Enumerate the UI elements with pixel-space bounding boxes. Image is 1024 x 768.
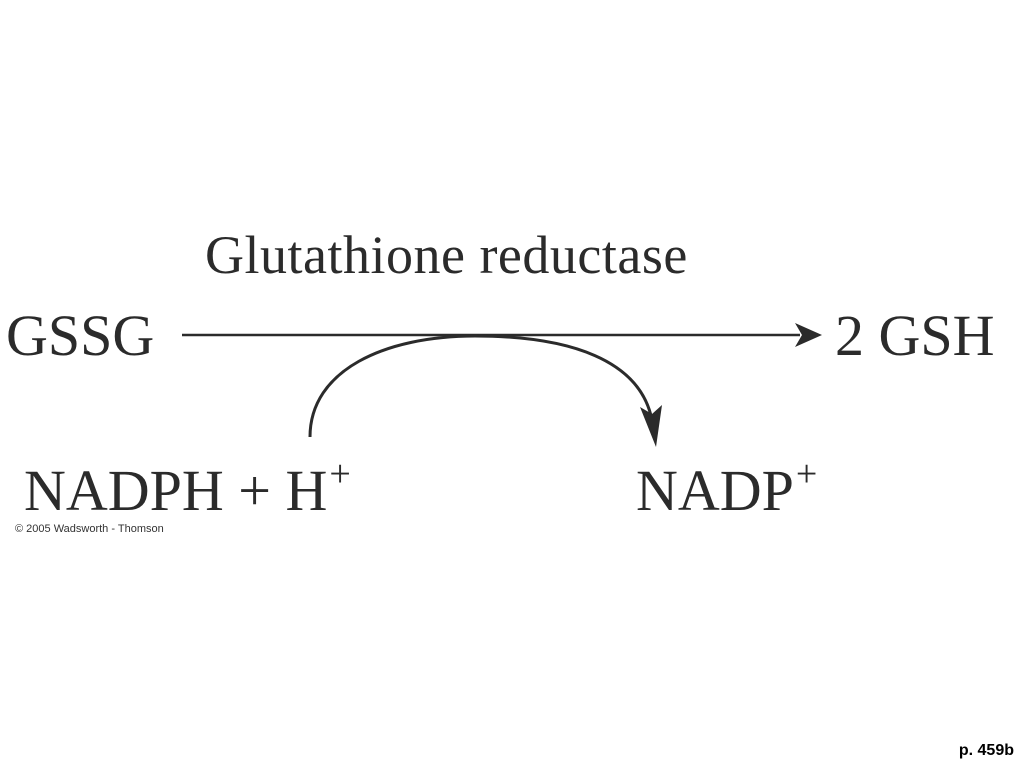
main-arrow-head xyxy=(795,323,822,347)
page-reference: p. 459b xyxy=(958,742,1014,759)
cofactor-out-superscript: + xyxy=(795,453,818,495)
cofactor-out-label: NADP+ xyxy=(636,455,817,520)
copyright-notice: © 2005 Wadsworth - Thomson xyxy=(15,523,164,535)
cofactor-in-text: NADPH + H xyxy=(24,458,328,523)
cofactor-in-label: NADPH + H+ xyxy=(24,455,351,520)
substrate-label: GSSG xyxy=(6,303,155,368)
product-label: 2 GSH xyxy=(835,303,995,368)
cofactor-in-superscript: + xyxy=(329,453,351,495)
cofactor-out-text: NADP xyxy=(636,458,794,523)
enzyme-label: Glutathione reductase xyxy=(205,225,688,285)
cofactor-arrow-head xyxy=(640,405,662,447)
cofactor-curved-arrow xyxy=(308,334,654,438)
